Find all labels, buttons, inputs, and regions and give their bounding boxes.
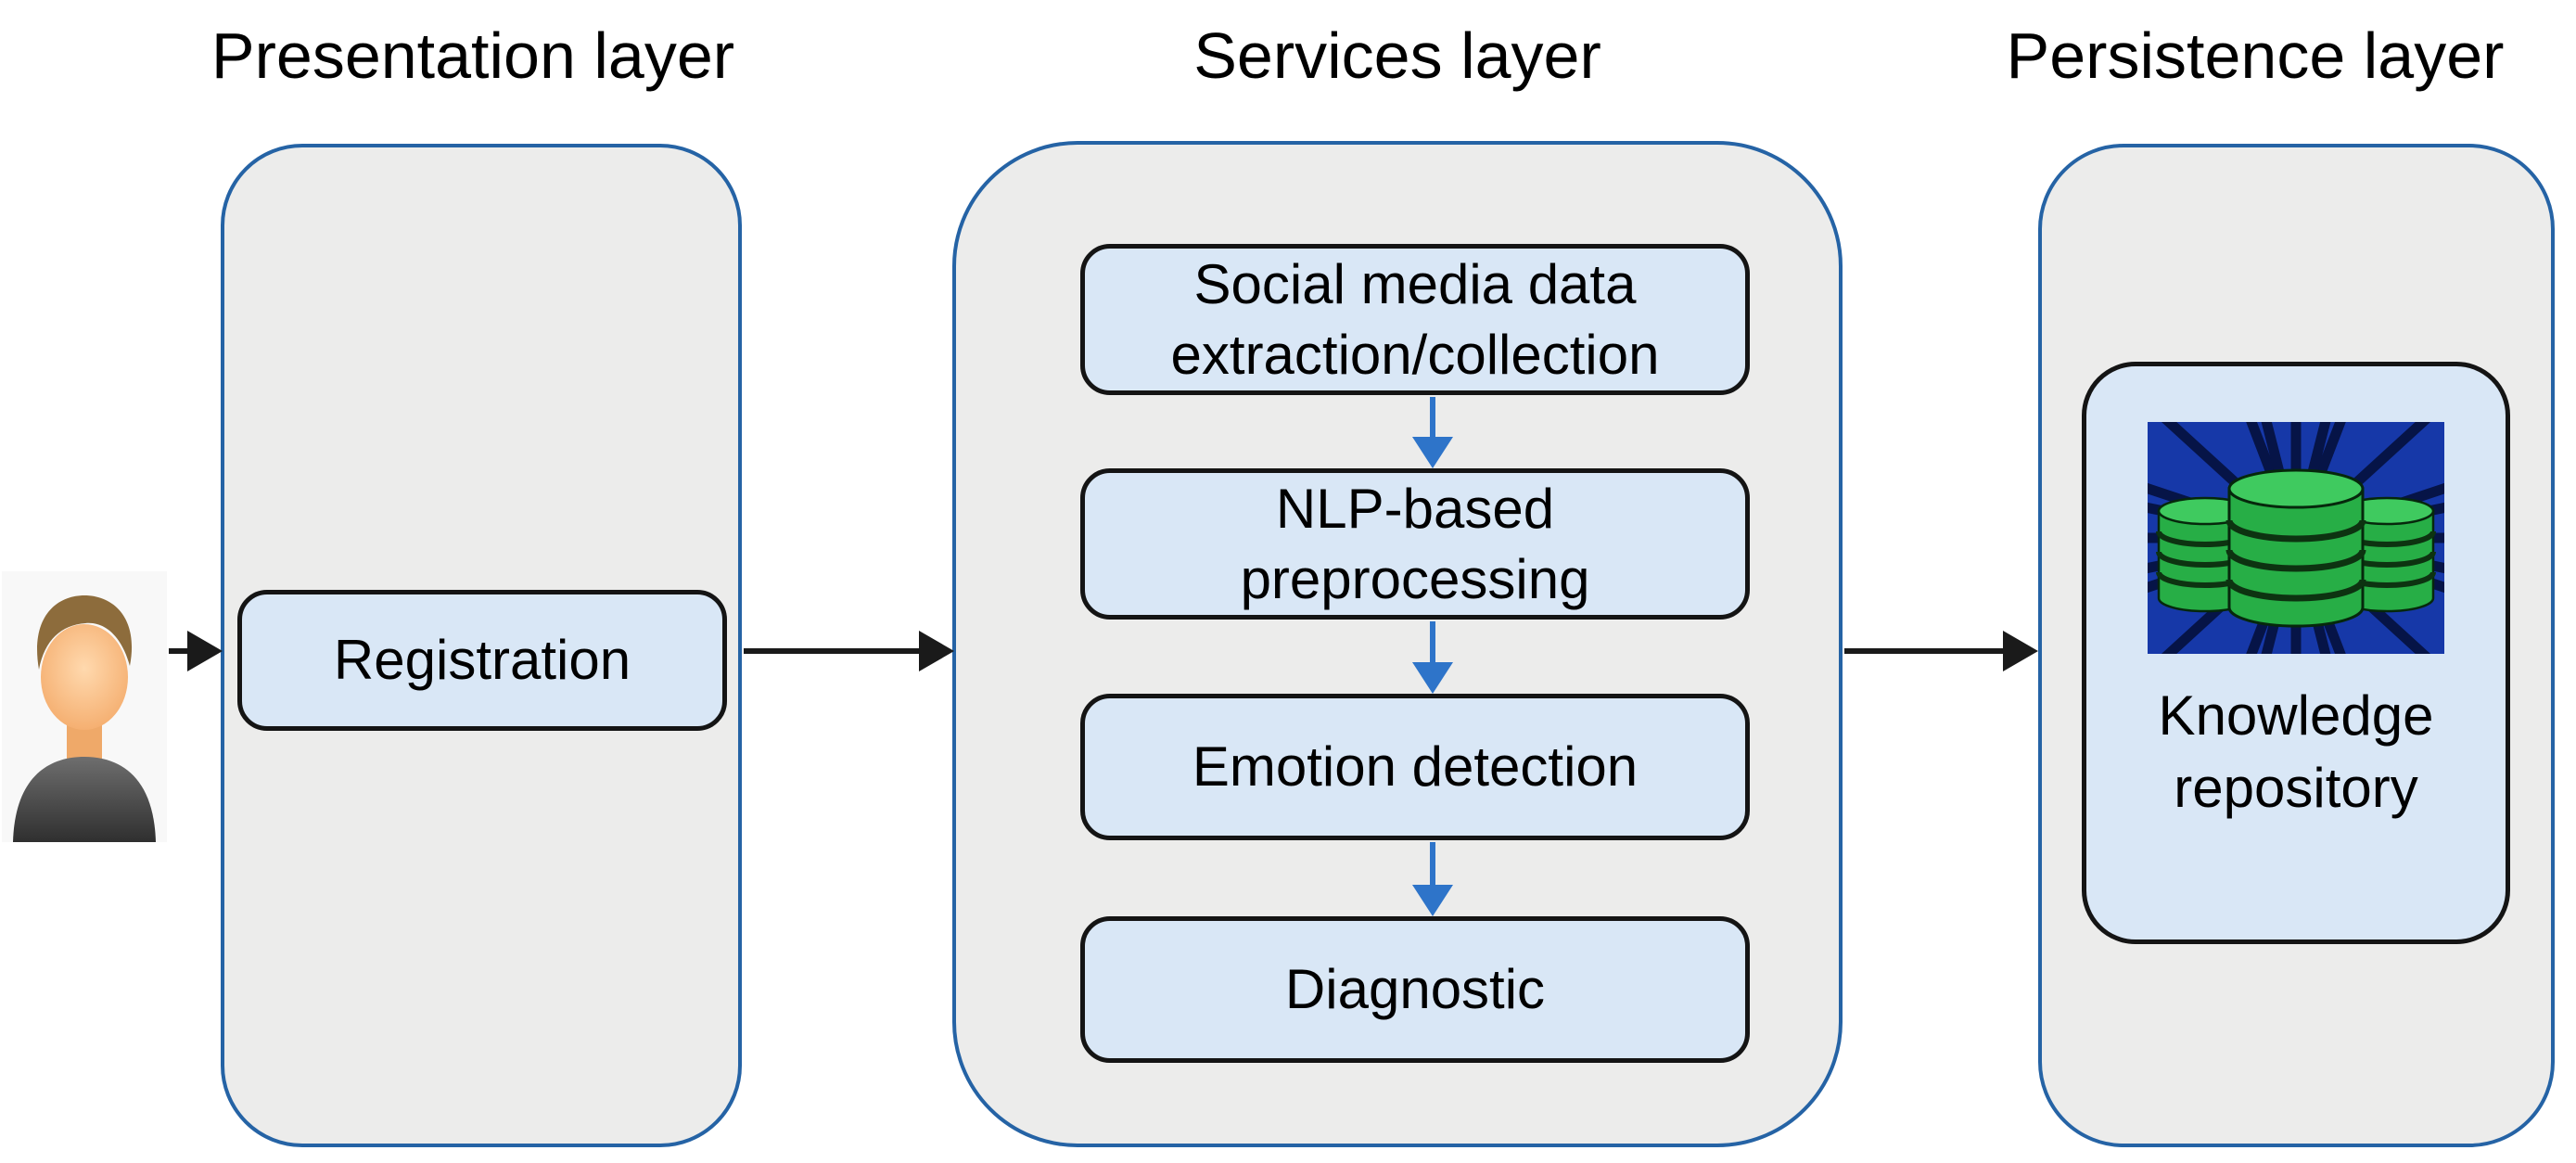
registration-box: Registration bbox=[237, 590, 727, 731]
arrow-shaft bbox=[1430, 842, 1435, 888]
knowledge-repository-label-line2: repository bbox=[2174, 757, 2418, 819]
registration-label: Registration bbox=[333, 629, 631, 691]
persistence-layer-title: Persistence layer bbox=[2006, 19, 2505, 92]
nlp-preprocessing-label-line2: preprocessing bbox=[1240, 547, 1590, 610]
social-media-extraction-label-line1: Social media data bbox=[1193, 252, 1637, 315]
services-layer-title: Services layer bbox=[1193, 19, 1601, 92]
arrow-shaft bbox=[169, 648, 191, 654]
nlp-preprocessing-label-line1: NLP-based bbox=[1275, 477, 1555, 540]
arrow-head-icon bbox=[1412, 662, 1453, 694]
arrow-shaft bbox=[744, 648, 922, 654]
arrow-shaft bbox=[1430, 621, 1435, 665]
emotion-detection-label: Emotion detection bbox=[1192, 735, 1639, 798]
arrow-head-icon bbox=[187, 631, 223, 671]
arrow-emotion-to-diagnostic bbox=[1412, 842, 1453, 916]
arrow-extraction-to-nlp bbox=[1412, 397, 1453, 468]
arrow-shaft bbox=[1844, 648, 2006, 654]
arrow-nlp-to-emotion bbox=[1412, 621, 1453, 694]
database-icon bbox=[2148, 422, 2444, 654]
emotion-detection-box: Emotion detection bbox=[1080, 694, 1750, 840]
diagnostic-label: Diagnostic bbox=[1284, 958, 1546, 1020]
arrow-user-to-presentation bbox=[169, 631, 223, 671]
arrow-presentation-to-services bbox=[744, 631, 954, 671]
arrow-head-icon bbox=[1412, 437, 1453, 468]
arrow-head-icon bbox=[919, 631, 954, 671]
arrow-shaft bbox=[1430, 397, 1435, 440]
user-icon bbox=[2, 571, 167, 842]
presentation-layer-title: Presentation layer bbox=[210, 19, 735, 92]
social-media-extraction-label-line2: extraction/collection bbox=[1170, 323, 1660, 386]
arrow-services-to-persistence bbox=[1844, 631, 2038, 671]
arrow-head-icon bbox=[2003, 631, 2038, 671]
knowledge-repository-label-line1: Knowledge bbox=[2158, 684, 2434, 747]
social-media-extraction-box: Social media data extraction/collection bbox=[1080, 244, 1750, 395]
knowledge-repository-label: Knowledge repository bbox=[2159, 680, 2434, 824]
diagnostic-box: Diagnostic bbox=[1080, 916, 1750, 1063]
nlp-preprocessing-box: NLP-based preprocessing bbox=[1080, 468, 1750, 620]
arrow-head-icon bbox=[1412, 885, 1453, 916]
knowledge-repository-box: Knowledge repository bbox=[2082, 362, 2510, 944]
